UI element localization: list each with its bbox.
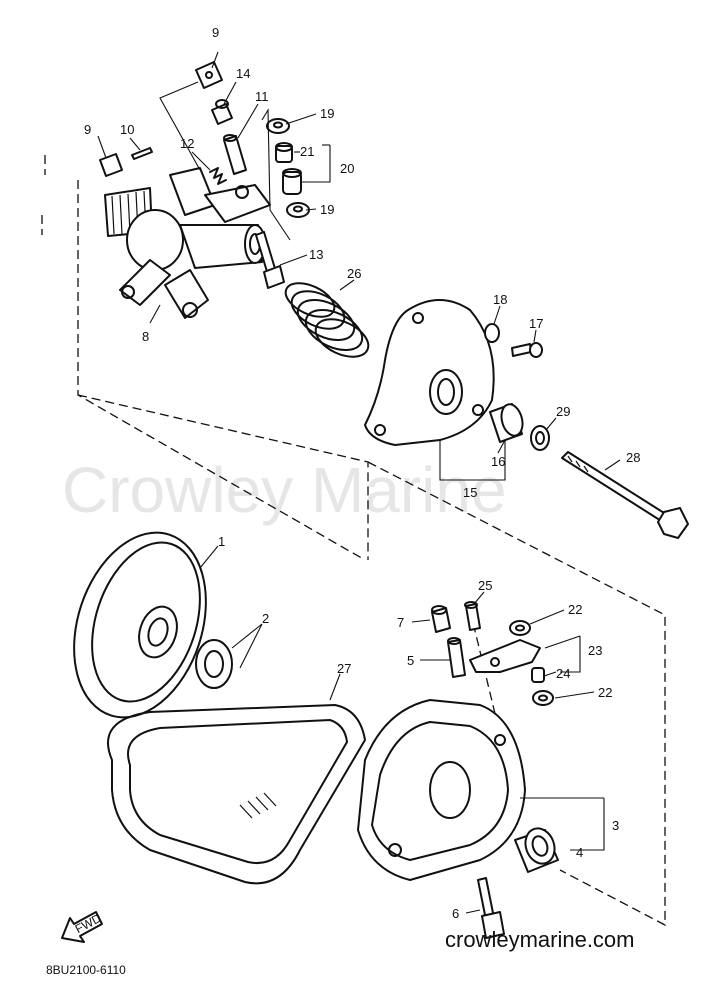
part-27-drive-belt (107, 704, 366, 885)
part-19-washer-upper (266, 118, 290, 134)
part-4-bushing (514, 827, 559, 873)
part-14-nut (211, 99, 233, 125)
website-text: crowleymarine.com (445, 927, 635, 952)
callout-5: 5 (407, 653, 414, 668)
part-26-spring (284, 282, 370, 358)
callout-7: 7 (397, 615, 404, 630)
part-22-washer-upper (509, 620, 531, 636)
part-16-bushing (489, 403, 524, 443)
callout-9-left: 9 (84, 122, 91, 137)
callout-25: 25 (478, 578, 492, 593)
callout-10: 10 (120, 122, 134, 137)
part-13-bolt (255, 231, 285, 289)
callout-2: 2 (262, 611, 269, 626)
callout-17: 17 (529, 316, 543, 331)
callout-8: 8 (142, 329, 149, 344)
callout-labels: 9 14 11 19 9 10 12 21 20 19 13 26 8 18 1… (84, 25, 640, 921)
part-28-long-bolt (561, 451, 689, 539)
part-2-seal (195, 639, 233, 689)
callout-11: 11 (255, 89, 269, 104)
callout-12: 12 (180, 136, 194, 151)
part-20-bushing (282, 168, 302, 195)
part-5-pin (447, 637, 466, 678)
leader-lines (97, 51, 621, 914)
primary-sheave-spider (104, 167, 271, 319)
callout-21: 21 (300, 144, 314, 159)
callout-23: 23 (588, 643, 602, 658)
callout-1: 1 (218, 534, 225, 549)
callout-19-upper: 19 (320, 106, 334, 121)
part-7-nut (431, 605, 451, 633)
part-17-bolt (511, 342, 543, 358)
part-15-cover (364, 299, 495, 446)
part-21-collar (275, 142, 293, 163)
part-1-sheave-disc (73, 531, 207, 719)
assembly-dash-lines (41, 155, 666, 927)
callout-27: 27 (337, 661, 351, 676)
callout-20: 20 (340, 161, 354, 176)
callout-14: 14 (236, 66, 250, 81)
callout-19-lower: 19 (320, 202, 334, 217)
part-24-collar (531, 667, 545, 683)
part-29-washer (530, 425, 550, 451)
callout-29: 29 (556, 404, 570, 419)
callout-13: 13 (309, 247, 323, 262)
part-6-bolt (477, 877, 505, 939)
callout-9-upper: 9 (212, 25, 219, 40)
callout-26: 26 (347, 266, 361, 281)
callout-15: 15 (463, 485, 477, 500)
callout-18: 18 (493, 292, 507, 307)
part-23-bracket (469, 639, 541, 673)
callout-22-upper: 22 (568, 602, 582, 617)
diagram-code: 8BU2100-6110 (46, 963, 126, 977)
callout-24: 24 (556, 666, 570, 681)
part-25-screw (464, 601, 481, 631)
part-10-pin (131, 147, 153, 160)
callout-16: 16 (491, 454, 505, 469)
part-9-left (99, 153, 123, 177)
callout-6: 6 (452, 906, 459, 921)
part-22-washer-lower (532, 690, 554, 706)
part-12-spring (209, 167, 227, 185)
callout-3: 3 (612, 818, 619, 833)
callout-4: 4 (576, 845, 583, 860)
fwd-arrow-icon: FWD (61, 911, 104, 943)
part-19-washer-lower (286, 202, 310, 218)
part-3-secondary-housing (357, 699, 526, 881)
part-18-nut (484, 323, 500, 343)
callout-22-lower: 22 (598, 685, 612, 700)
part-11-pin (223, 134, 247, 175)
part-9-upper (195, 61, 223, 89)
callout-28: 28 (626, 450, 640, 465)
